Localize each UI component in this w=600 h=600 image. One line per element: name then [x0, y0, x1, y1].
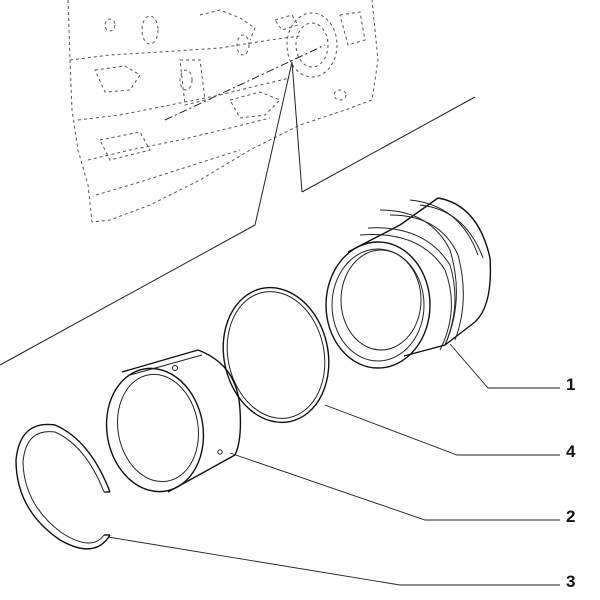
engine-block-ghost: [67, 0, 379, 223]
callout-1: 1: [566, 375, 575, 394]
part-2-bushing: [105, 349, 242, 493]
callout-3: 3: [566, 572, 575, 591]
axis-centerline: [164, 44, 326, 121]
part-1-sleeve: [325, 197, 492, 369]
callout-4: 4: [566, 442, 576, 461]
leader-line-2: [229, 452, 560, 521]
callout-2: 2: [566, 507, 575, 526]
leader-line-3: [107, 536, 560, 586]
detail-plane-lines: [0, 61, 476, 366]
leader-line-4: [324, 404, 560, 456]
part-3-snap-ring: [15, 423, 111, 550]
leader-line-1: [449, 343, 560, 389]
part-4-oring: [222, 286, 330, 424]
